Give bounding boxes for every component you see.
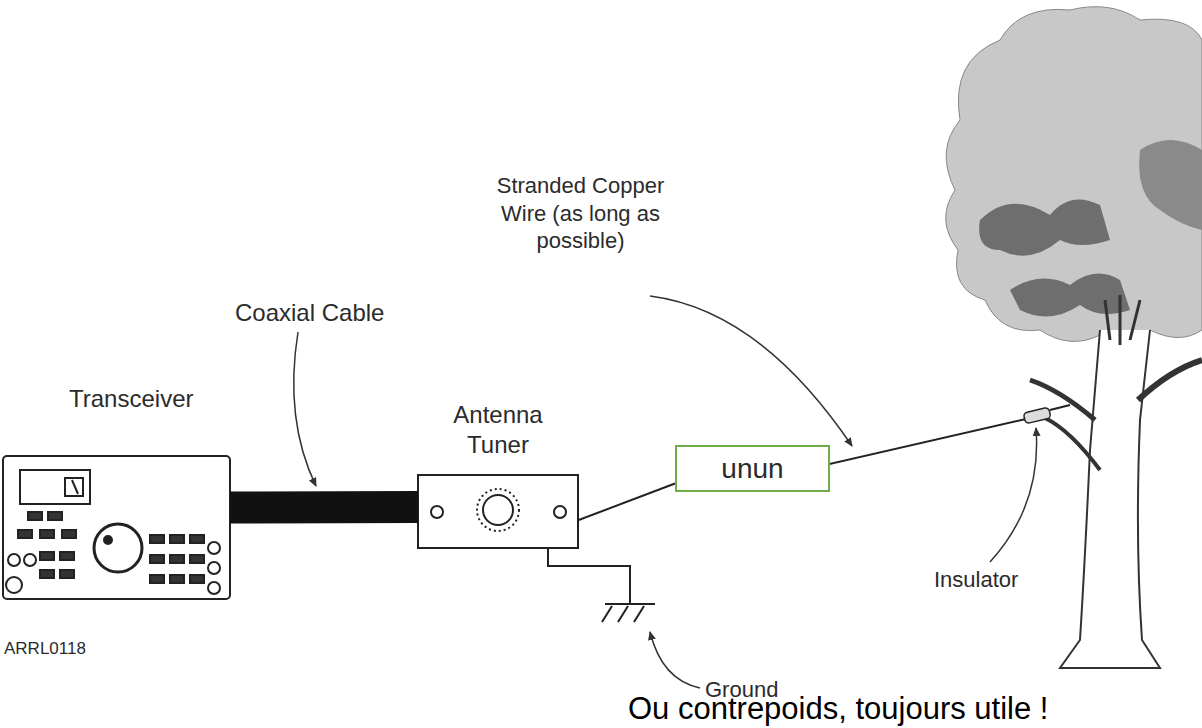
leader-line — [650, 296, 852, 446]
transceiver-drawing — [3, 456, 230, 599]
callout-label: Stranded Copper Wire (as long as possibl… — [478, 172, 683, 255]
node-label: Transceiver — [69, 384, 239, 414]
leader-line — [650, 632, 700, 688]
node-label: Antenna Tuner — [432, 400, 564, 460]
leader-line — [294, 332, 316, 486]
insulator-tie — [1050, 405, 1070, 410]
unun-box: unun — [675, 445, 830, 492]
callout-label: Insulator — [934, 566, 1018, 594]
leader-line — [990, 428, 1037, 562]
coaxial-cable — [230, 491, 418, 523]
antenna-tuner: Antenna Tuner — [418, 475, 578, 548]
note: Ou contrepoids, toujours utile ! — [628, 690, 1048, 728]
node-label: unun — [721, 451, 783, 486]
ground-symbol — [548, 548, 655, 622]
transceiver: Transceiver — [3, 456, 230, 599]
antenna-wire — [578, 484, 675, 521]
callout-label: Coaxial Cable — [235, 298, 384, 328]
tuner-drawing — [418, 475, 578, 548]
figure-id: ARRL0118 — [4, 638, 86, 659]
insulator — [1023, 407, 1051, 424]
